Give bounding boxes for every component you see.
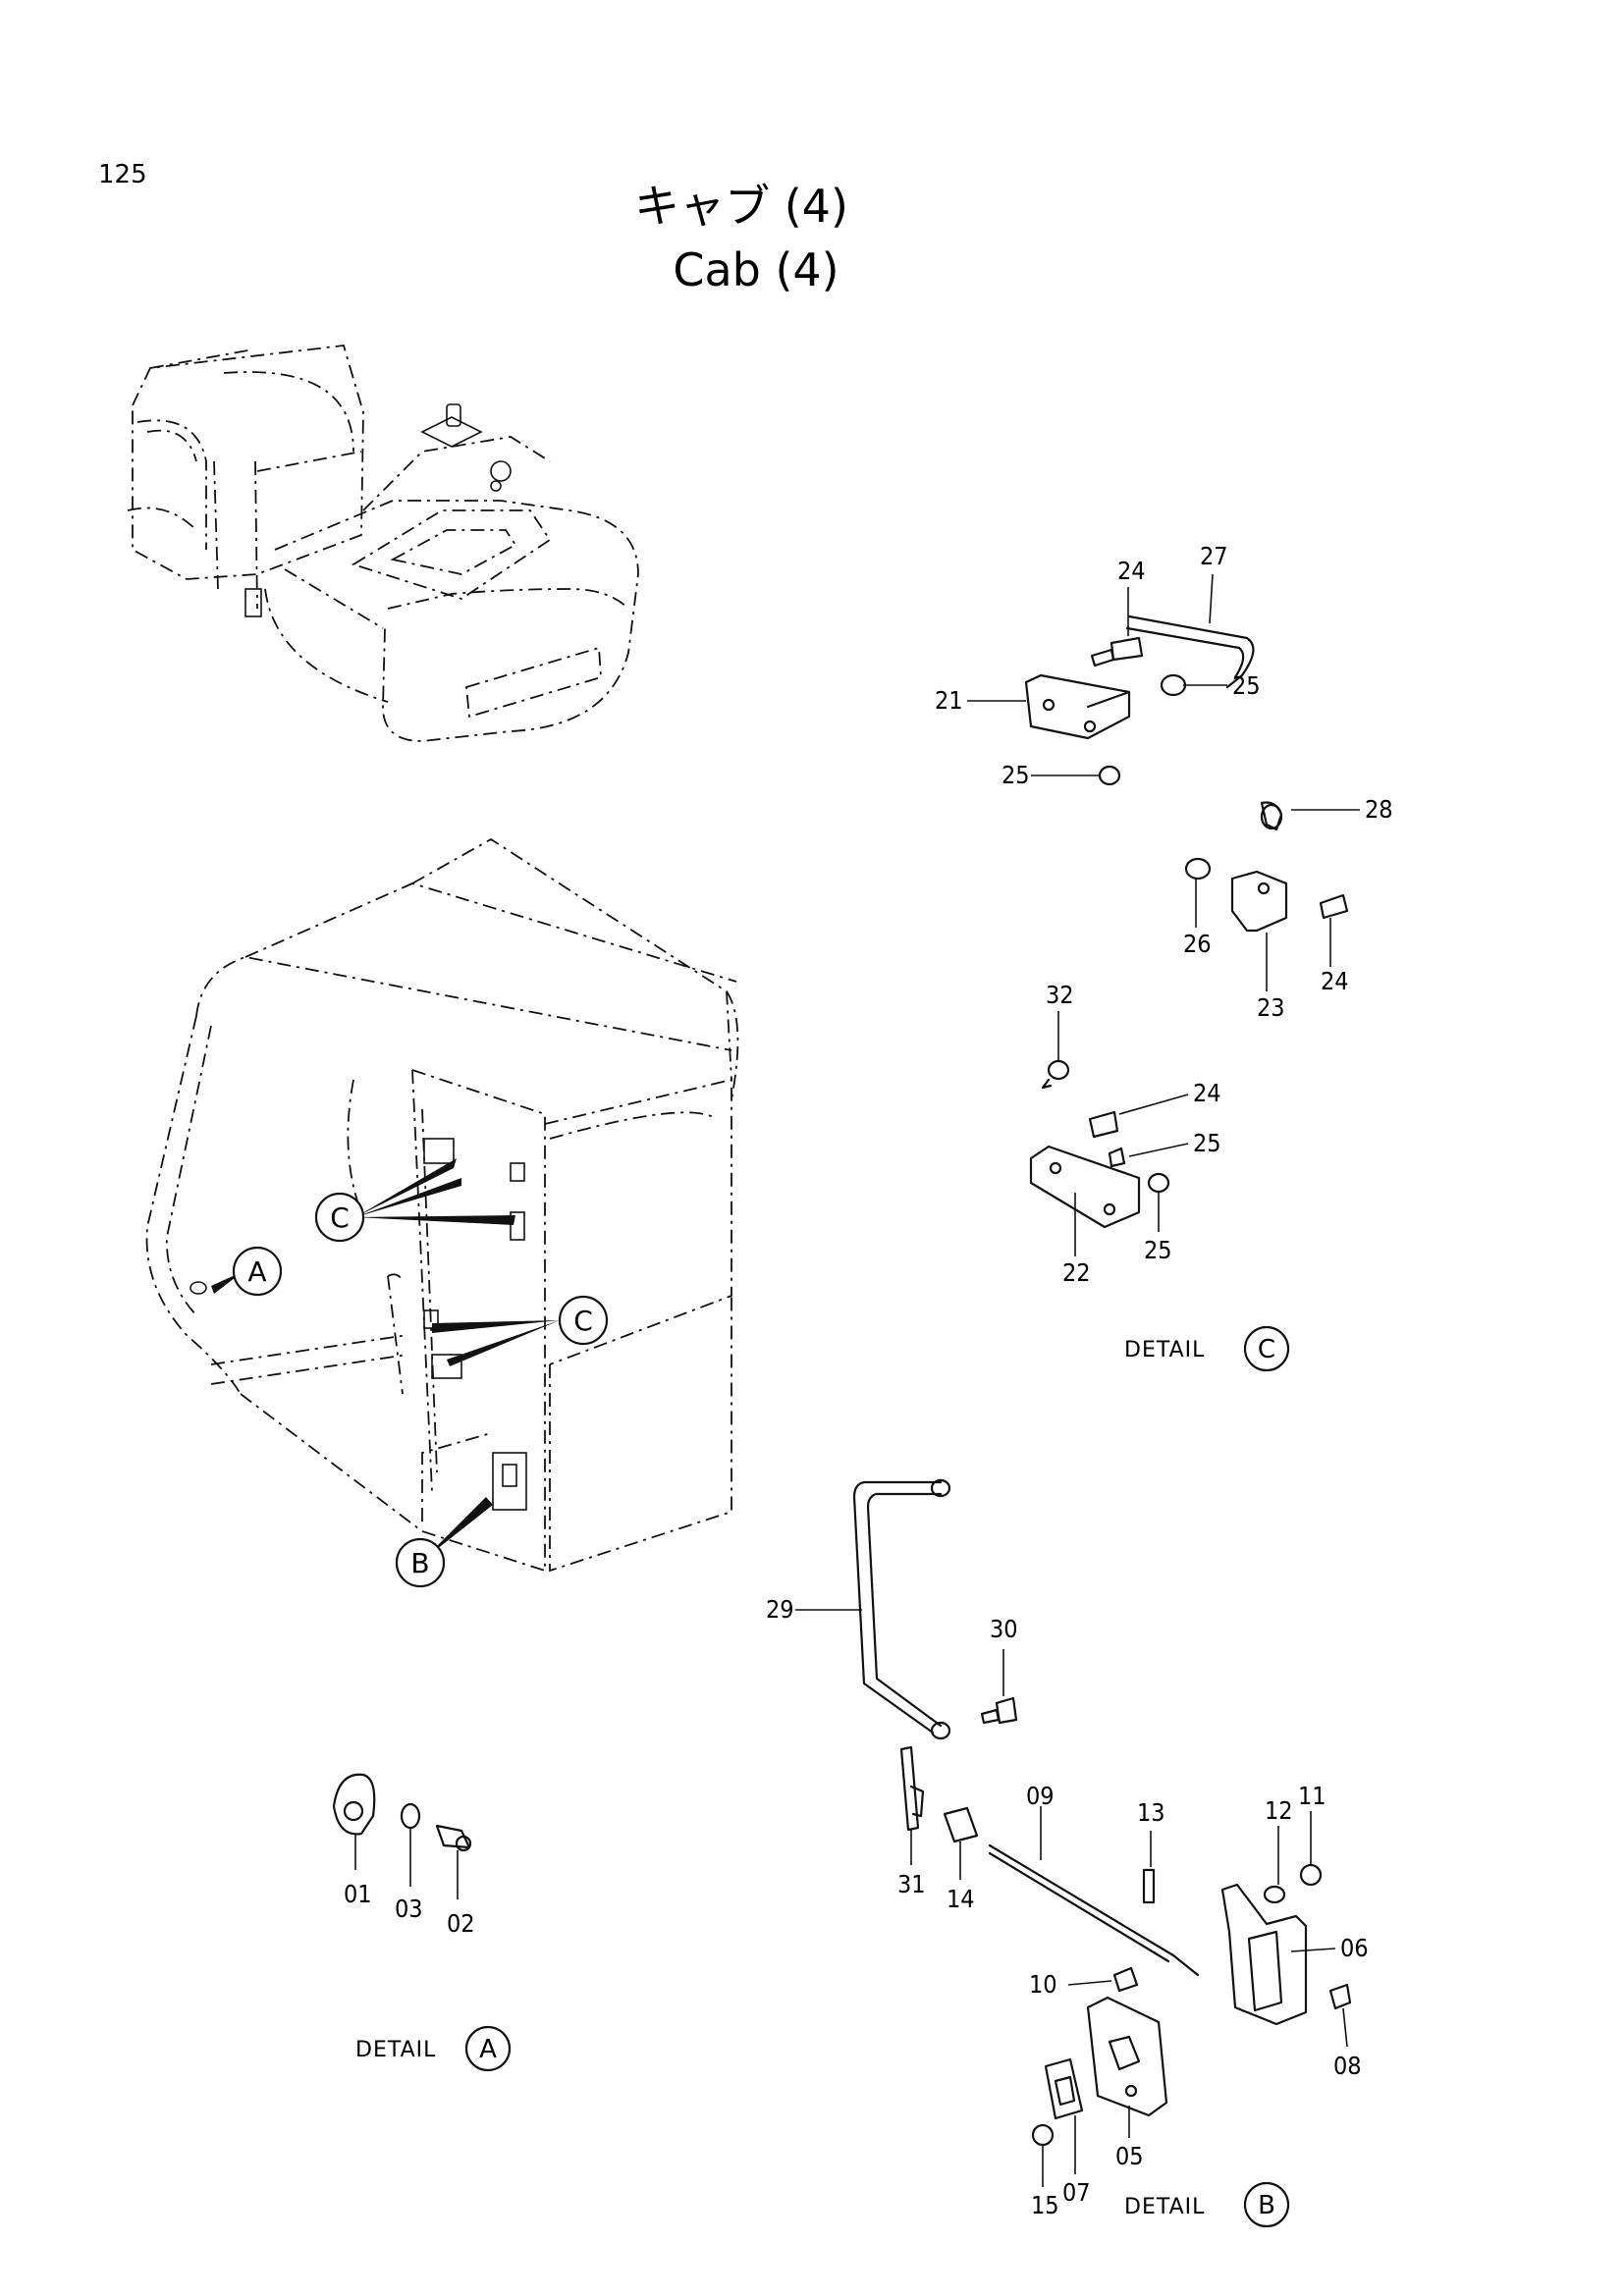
cab-main-drawing <box>145 837 739 1573</box>
label-07: 07 <box>1062 2178 1091 2207</box>
label-10: 10 <box>1029 1970 1057 1999</box>
page-number: 125 <box>98 160 147 189</box>
callout-c-upper-label: C <box>330 1201 350 1234</box>
label-26: 26 <box>1183 930 1212 958</box>
detail-a-letter: A <box>479 2035 497 2064</box>
title-english: Cab (4) <box>673 243 839 296</box>
label-02: 02 <box>447 1909 475 1938</box>
label-28: 28 <box>1365 795 1393 824</box>
label-11: 11 <box>1298 1782 1326 1810</box>
callout-c-lower-label: C <box>573 1305 593 1337</box>
label-24: 24 <box>1193 1079 1221 1107</box>
detail-a-leaders <box>354 1828 459 1899</box>
excavator-overview-drawing <box>127 345 639 742</box>
detail-c-letter: C <box>1258 1335 1275 1364</box>
label-31: 31 <box>897 1870 926 1898</box>
detail-b-caption: DETAIL B <box>1124 2181 1290 2228</box>
label-22: 22 <box>1062 1258 1091 1287</box>
label-25: 25 <box>1001 761 1030 789</box>
label-25: 25 <box>1144 1236 1172 1264</box>
label-24: 24 <box>1117 557 1146 585</box>
label-15: 15 <box>1031 2191 1059 2219</box>
detail-c-parts <box>1024 614 1349 1229</box>
detail-a-caption: DETAIL A <box>355 2025 512 2072</box>
detail-b-text: DETAIL <box>1124 2195 1205 2219</box>
label-27: 27 <box>1200 542 1228 570</box>
label-29: 29 <box>766 1595 794 1624</box>
label-23: 23 <box>1257 993 1285 1022</box>
callout-c-upper <box>314 1192 365 1243</box>
detail-c-leaders <box>967 573 1360 1256</box>
label-32: 32 <box>1046 981 1074 1009</box>
label-09: 09 <box>1026 1782 1055 1810</box>
detail-b-leaders <box>795 1609 1348 2187</box>
label-25: 25 <box>1232 671 1261 700</box>
detail-b-parts <box>852 1478 1352 2147</box>
callout-a <box>232 1246 283 1297</box>
callout-b-label: B <box>410 1547 429 1579</box>
label-05: 05 <box>1115 2142 1144 2170</box>
detail-c-caption: DETAIL C <box>1124 1325 1290 1372</box>
detail-a-parts <box>332 1773 472 1852</box>
detail-b-letter: B <box>1258 2191 1275 2220</box>
callout-b <box>395 1537 446 1588</box>
label-25: 25 <box>1193 1129 1221 1157</box>
label-06: 06 <box>1340 1934 1369 1962</box>
label-21: 21 <box>935 686 963 715</box>
label-30: 30 <box>990 1615 1018 1643</box>
detail-c-labels: 24 27 21 25 25 28 26 23 24 32 24 25 25 2… <box>935 542 1393 1287</box>
label-03: 03 <box>395 1895 423 1923</box>
title-japanese: キャブ (4) <box>634 180 848 233</box>
callout-c-lower <box>558 1295 609 1346</box>
label-14: 14 <box>947 1885 975 1913</box>
label-08: 08 <box>1333 2052 1362 2080</box>
detail-a-text: DETAIL <box>355 2038 436 2062</box>
callout-a-label: A <box>247 1255 266 1288</box>
label-12: 12 <box>1265 1796 1293 1825</box>
detail-c-text: DETAIL <box>1124 1338 1205 1362</box>
label-01: 01 <box>344 1880 372 1908</box>
label-13: 13 <box>1137 1798 1165 1827</box>
label-24: 24 <box>1321 967 1349 995</box>
detail-b-labels: 29 30 31 14 09 13 12 11 06 10 08 05 07 1… <box>766 1595 1369 2219</box>
detail-a-labels: 01 03 02 <box>344 1880 475 1938</box>
